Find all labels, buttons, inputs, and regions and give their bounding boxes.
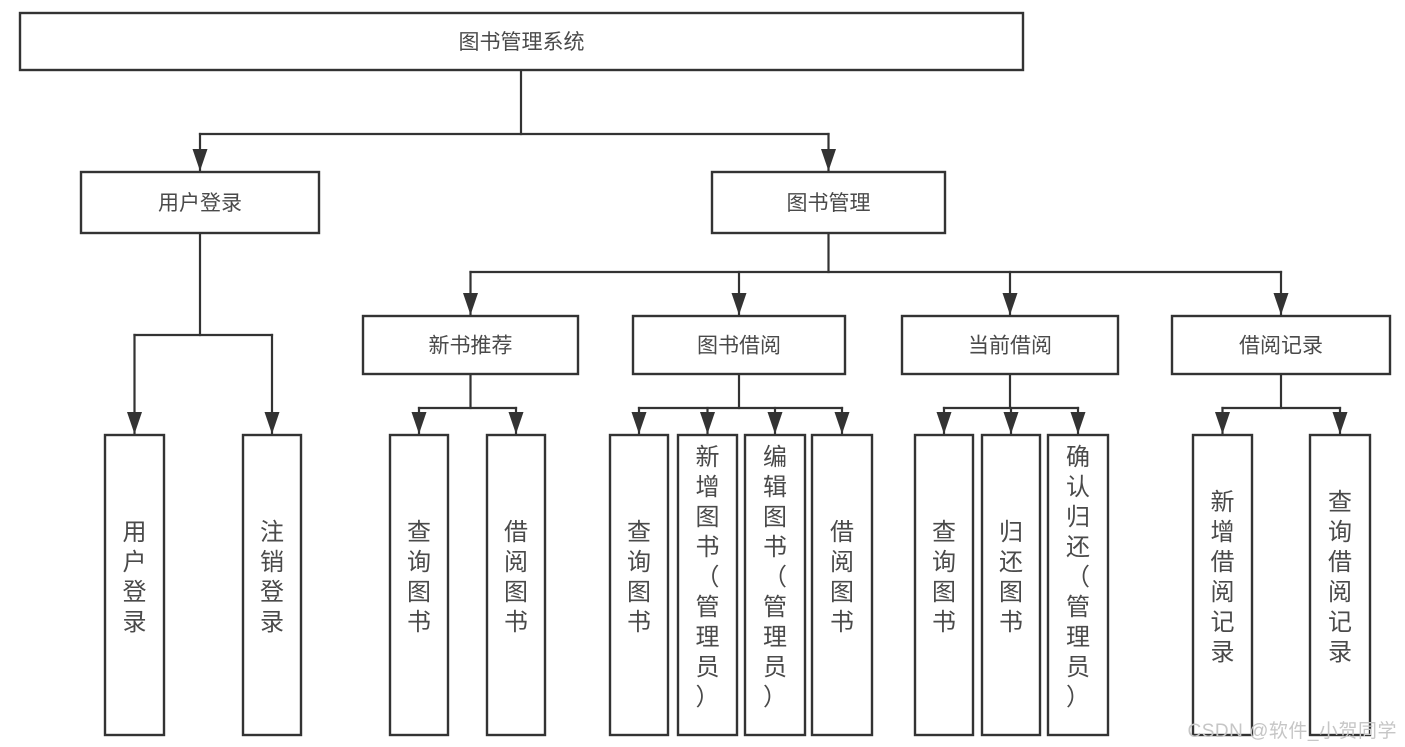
arrow-head-icon — [1003, 412, 1019, 434]
node-label-leaf-edit-book-admin: 编辑图书（管理员） — [763, 444, 787, 711]
arrow-head-icon — [700, 412, 715, 434]
node-label-leaf-borrow-book: 借阅图书 — [830, 519, 854, 636]
arrow-head-icon — [463, 293, 478, 315]
node-label-root: 图书管理系统 — [459, 31, 585, 54]
node-box-leaf-add-book-admin[interactable] — [676, 433, 739, 737]
node-leaf-query-book-recommend[interactable]: 查询图书 — [388, 433, 450, 737]
node-box-leaf-user-login[interactable] — [103, 433, 166, 737]
node-label-user-login: 用户登录 — [158, 192, 242, 215]
node-box-leaf-borrow-book[interactable] — [810, 433, 874, 737]
node-label-leaf-add-borrow-record: 新增借阅记录 — [1211, 489, 1235, 666]
node-box-leaf-query-borrow-record[interactable] — [1308, 433, 1372, 737]
arrow-head-icon — [631, 412, 647, 434]
node-leaf-confirm-return-admin[interactable]: 确认归还（管理员） — [1046, 433, 1110, 737]
node-current-borrow[interactable]: 当前借阅 — [900, 314, 1120, 376]
node-box-leaf-edit-book-admin[interactable] — [743, 433, 807, 737]
node-box-leaf-logout[interactable] — [241, 433, 303, 737]
node-label-leaf-confirm-return-admin: 确认归还（管理员） — [1066, 444, 1090, 711]
connectors-layer — [127, 68, 1348, 435]
node-box-user-login[interactable] — [79, 170, 321, 235]
arrow-head-icon — [264, 412, 280, 434]
arrow-head-icon — [1070, 412, 1086, 434]
node-book-management[interactable]: 图书管理 — [710, 170, 947, 235]
node-box-book-borrow[interactable] — [631, 314, 847, 376]
node-label-new-book-recommend: 新书推荐 — [429, 335, 513, 358]
node-leaf-borrow-book-recommend[interactable]: 借阅图书 — [485, 433, 547, 737]
node-leaf-edit-book-admin[interactable]: 编辑图书（管理员） — [743, 433, 807, 737]
node-label-book-borrow: 图书借阅 — [697, 335, 781, 358]
node-leaf-borrow-book[interactable]: 借阅图书 — [810, 433, 874, 737]
node-label-leaf-logout: 注销登录 — [260, 519, 284, 636]
arrow-head-icon — [767, 412, 783, 434]
node-box-current-borrow[interactable] — [900, 314, 1120, 376]
node-leaf-add-borrow-record[interactable]: 新增借阅记录 — [1191, 433, 1254, 737]
node-new-book-recommend[interactable]: 新书推荐 — [361, 314, 580, 376]
arrow-head-icon — [834, 412, 850, 434]
arrow-head-icon — [1002, 293, 1018, 315]
node-label-leaf-borrow-book-recommend: 借阅图书 — [504, 519, 528, 636]
node-box-leaf-query-book-borrow[interactable] — [608, 433, 670, 737]
node-box-leaf-confirm-return-admin[interactable] — [1046, 433, 1110, 737]
node-label-leaf-query-book-borrow: 查询图书 — [627, 519, 651, 636]
node-leaf-user-login[interactable]: 用户登录 — [103, 433, 166, 737]
node-label-current-borrow: 当前借阅 — [968, 335, 1052, 358]
node-label-leaf-query-borrow-record: 查询借阅记录 — [1328, 489, 1352, 666]
node-borrow-record[interactable]: 借阅记录 — [1170, 314, 1392, 376]
arrow-head-icon — [127, 412, 142, 434]
node-leaf-add-book-admin[interactable]: 新增图书（管理员） — [676, 433, 739, 737]
node-label-book-management: 图书管理 — [787, 192, 871, 215]
node-leaf-query-book-borrow[interactable]: 查询图书 — [608, 433, 670, 737]
node-box-book-management[interactable] — [710, 170, 947, 235]
node-label-leaf-query-book-recommend: 查询图书 — [407, 519, 431, 636]
arrow-head-icon — [1273, 293, 1289, 315]
arrow-head-icon — [936, 412, 952, 434]
node-box-new-book-recommend[interactable] — [361, 314, 580, 376]
arrow-head-icon — [1332, 412, 1348, 434]
node-leaf-logout[interactable]: 注销登录 — [241, 433, 303, 737]
node-label-leaf-user-login: 用户登录 — [123, 519, 147, 636]
node-label-leaf-add-book-admin: 新增图书（管理员） — [696, 444, 720, 711]
arrow-head-icon — [508, 412, 524, 434]
arrow-head-icon — [411, 412, 427, 434]
node-leaf-query-book-current[interactable]: 查询图书 — [913, 433, 975, 737]
arrow-head-icon — [821, 149, 836, 171]
arrow-head-icon — [192, 149, 208, 171]
node-box-leaf-query-book-recommend[interactable] — [388, 433, 450, 737]
node-label-leaf-query-book-current: 查询图书 — [932, 519, 956, 636]
arrow-head-icon — [1215, 412, 1230, 434]
nodes-layer: 图书管理系统用户登录图书管理新书推荐图书借阅当前借阅借阅记录用户登录注销登录查询… — [18, 11, 1392, 737]
node-box-leaf-query-book-current[interactable] — [913, 433, 975, 737]
node-box-leaf-add-borrow-record[interactable] — [1191, 433, 1254, 737]
node-user-login[interactable]: 用户登录 — [79, 170, 321, 235]
node-leaf-return-book[interactable]: 归还图书 — [980, 433, 1042, 737]
node-box-root[interactable] — [18, 11, 1025, 72]
node-box-leaf-return-book[interactable] — [980, 433, 1042, 737]
node-leaf-query-borrow-record[interactable]: 查询借阅记录 — [1308, 433, 1372, 737]
node-book-borrow[interactable]: 图书借阅 — [631, 314, 847, 376]
node-box-leaf-borrow-book-recommend[interactable] — [485, 433, 547, 737]
node-root[interactable]: 图书管理系统 — [18, 11, 1025, 72]
node-box-borrow-record[interactable] — [1170, 314, 1392, 376]
node-label-leaf-return-book: 归还图书 — [999, 519, 1023, 636]
node-label-borrow-record: 借阅记录 — [1239, 335, 1323, 358]
arrow-head-icon — [731, 293, 747, 315]
